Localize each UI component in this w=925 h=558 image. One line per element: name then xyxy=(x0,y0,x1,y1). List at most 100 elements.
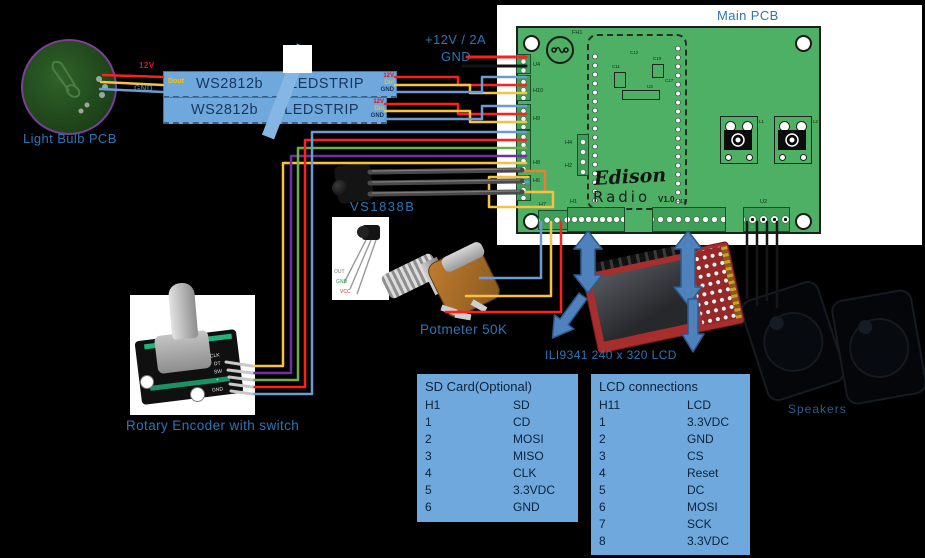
white-mask-square xyxy=(283,45,312,73)
lcd-pin: 1 xyxy=(599,415,606,429)
ref-c10: C10 xyxy=(653,56,662,61)
sd-signal: CD xyxy=(513,415,531,429)
lcd-pin: 4 xyxy=(599,466,606,480)
strip1-gnd-pin-label: GND xyxy=(380,87,394,93)
main-pcb: FH1 U4 H10 H9 H8 H6 C11 C12 C10 U3 C17 E… xyxy=(516,26,821,234)
strip2-din-pin-label: Din xyxy=(374,106,384,112)
ref-h11: H11 xyxy=(676,199,686,205)
lcd-signal: DC xyxy=(687,483,705,497)
sd-pin: 6 xyxy=(425,500,432,514)
ref-l2: L2 xyxy=(813,119,819,124)
lcd-pin: 8 xyxy=(599,534,606,548)
power-12v-label: +12V / 2A xyxy=(425,32,487,47)
component-outline xyxy=(652,64,664,78)
sd-signal: SD xyxy=(513,398,530,412)
mounting-hole xyxy=(523,35,540,52)
rotary-encoder-photo: CLK DT SW + GND xyxy=(130,281,255,415)
strip2-name: WS2812b xyxy=(190,102,259,118)
light-bulb-sketch xyxy=(51,60,108,114)
lcd-pin: 5 xyxy=(599,483,606,497)
lcd-pin: 6 xyxy=(599,500,606,514)
ir-pin-gnd-label: GND xyxy=(336,279,348,285)
ir-receiver-dome xyxy=(332,180,348,196)
strip1-name: WS2812b xyxy=(195,76,264,92)
ir-receiver-photo: OUT GND VCC xyxy=(332,217,389,300)
lcd-signal: GND xyxy=(687,432,714,446)
table-row: 5 3.3VDC xyxy=(425,482,570,499)
encoder-pin-sw-label: SW xyxy=(213,368,223,376)
speaker-footprint-l2: L2 xyxy=(774,116,818,164)
ref-h6: H6 xyxy=(533,178,541,184)
lcd-signal: 3.3VDC xyxy=(687,415,730,429)
strip2-right-pins: 12V Din GND xyxy=(371,99,384,120)
lcd-signal: CS xyxy=(687,449,704,463)
main-pcb-photo-background: Main PCB FH1 U4 H10 H9 H8 H6 xyxy=(497,5,922,245)
ref-fh1: FH1 xyxy=(572,30,583,36)
strip1-type: LEDSTRIP xyxy=(289,76,365,92)
speakers-label: Speakers xyxy=(788,402,847,416)
potentiometer xyxy=(380,233,504,328)
main-pcb-label: Main PCB xyxy=(717,8,779,23)
bulb-wire-gnd-label: GND xyxy=(134,84,153,93)
ref-c11: C11 xyxy=(612,64,620,69)
lcd-pin: 3 xyxy=(599,449,606,463)
connector-u4 xyxy=(516,54,531,74)
strip1-right-pins: 12V Din GND xyxy=(381,73,394,94)
ref-h10: H10 xyxy=(533,88,544,94)
connector-h9 xyxy=(516,104,531,130)
sd-pin: 5 xyxy=(425,483,432,497)
lcd-signal: SCK xyxy=(687,517,712,531)
lcd-signal: MOSI xyxy=(687,500,718,514)
mounting-hole xyxy=(795,35,812,52)
ref-h8: H8 xyxy=(533,160,541,166)
lcd-module-label: ILI9341 240 x 320 LCD xyxy=(545,348,677,362)
strip1-dout-pin-label: Dout xyxy=(168,78,184,85)
lcd-signal: LCD xyxy=(687,398,712,412)
light-bulb-pcb-label: Light Bulb PCB xyxy=(23,131,117,146)
fuse-symbol xyxy=(546,36,574,64)
bulb-wire-12v-label: 12V xyxy=(139,61,155,70)
table-row: 6 GND xyxy=(425,499,570,516)
connector-h7 xyxy=(538,210,570,230)
strip1-12v-pin-label: 12V xyxy=(383,73,394,79)
connector-h1 xyxy=(567,207,625,232)
lcd-signal: Reset xyxy=(687,466,719,480)
sd-pin: H1 xyxy=(425,398,441,412)
ws2812b-strip-1: Dout WS2812b LEDSTRIP 12V Din GND xyxy=(163,71,397,98)
sd-pin: 3 xyxy=(425,449,432,463)
ref-u4: U4 xyxy=(533,62,541,68)
connector-h6 xyxy=(516,175,531,201)
sd-signal: CLK xyxy=(513,466,537,480)
ref-h7: H7 xyxy=(539,202,547,208)
module-pin-column-right xyxy=(674,44,682,206)
ref-u2: U2 xyxy=(760,199,768,205)
module-pin-column-left xyxy=(591,52,599,205)
encoder-pin-clk-label: CLK xyxy=(209,352,221,360)
table-row: H11 LCD xyxy=(599,397,742,414)
ref-u3: U3 xyxy=(647,84,653,89)
strip2-12v-pin-label: 12V xyxy=(373,99,384,105)
sd-signal: GND xyxy=(513,500,540,514)
speaker-left xyxy=(737,277,849,405)
ref-l1: L1 xyxy=(759,119,765,124)
lcd-pin: H11 xyxy=(599,398,621,412)
sd-signal: 3.3VDC xyxy=(513,483,556,497)
strip1-title: WS2812b LEDSTRIP xyxy=(196,76,364,92)
sd-card-table-title: SD Card(Optional) xyxy=(425,379,532,394)
table-row: 3 MISO xyxy=(425,448,570,465)
strip1-din-pin-label: Din xyxy=(384,80,394,86)
mounting-hole xyxy=(795,213,812,230)
ref-h9: H9 xyxy=(533,116,541,122)
connector-h10 xyxy=(516,75,531,101)
component-outline xyxy=(614,72,626,88)
sd-signal: MISO xyxy=(513,449,544,463)
